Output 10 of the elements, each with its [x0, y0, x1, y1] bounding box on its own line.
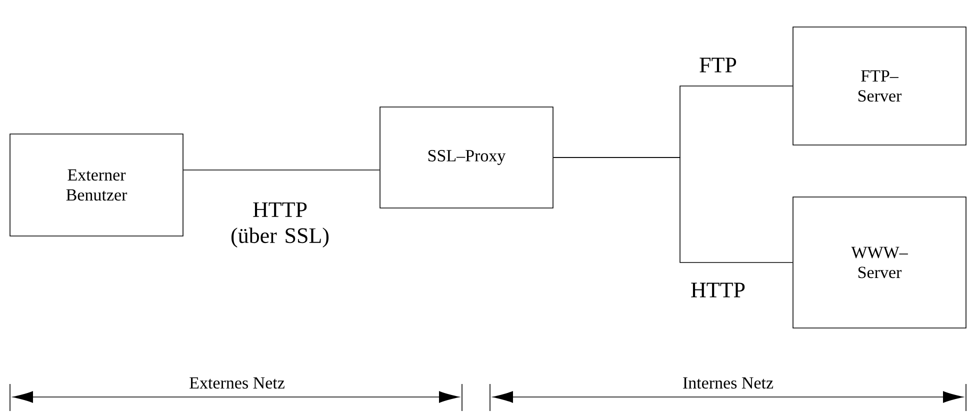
- connector-line: [553, 157, 793, 263]
- dimension-label: Externes Netz: [190, 377, 284, 389]
- process-box: WWW–Server: [792, 196, 966, 328]
- edge-label: HTTP: [691, 282, 745, 298]
- edge-label: FTP: [700, 58, 736, 72]
- process-box: SSL–Proxy: [380, 106, 554, 208]
- process-box: FTP–Server: [792, 26, 966, 146]
- dimension-label: Internes Netz: [683, 377, 774, 389]
- process-box: Externer Benutzer: [10, 134, 184, 236]
- edge-label: HTTP (über SSL): [232, 202, 329, 248]
